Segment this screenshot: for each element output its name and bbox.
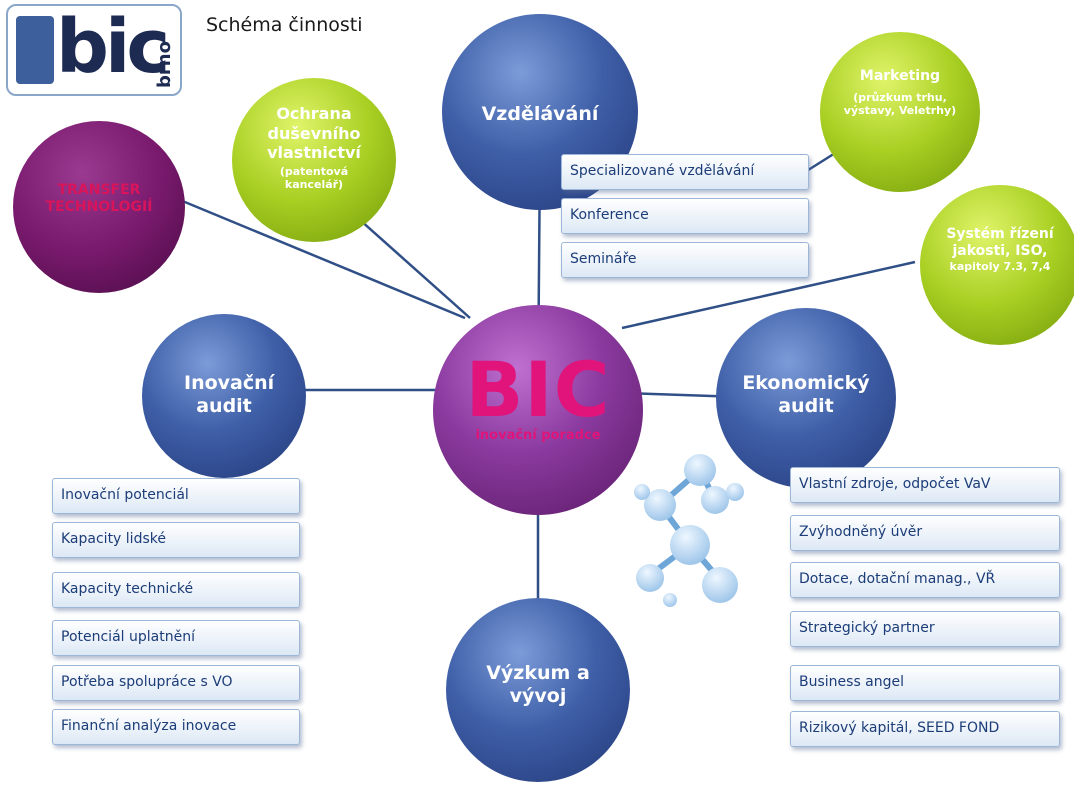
jakost-subtitle: kapitoly 7.3, 7,4 [949, 260, 1051, 274]
inovacni-audit-circle [142, 314, 306, 478]
marketing-label: Marketing (průzkum trhu, výstavy, Veletr… [836, 68, 964, 118]
ochrana-circle [232, 78, 396, 242]
education-item: Semináře [561, 242, 809, 278]
innovation-item: Inovační potenciál [52, 478, 300, 514]
ekonomicky-audit-circle [716, 308, 896, 488]
line-ochrana [359, 219, 471, 319]
economic-item: Dotace, dotační manag., VŘ [790, 562, 1060, 598]
jakost-title: Systém řízení jakosti, ISO, [946, 226, 1054, 260]
marketing-title: Marketing [859, 68, 941, 84]
vyzkum-circle [446, 598, 630, 782]
marketing-subtitle: (průzkum trhu, výstavy, Veletrhy) [843, 91, 957, 118]
economic-item: Business angel [790, 665, 1060, 701]
transfer-circle [13, 121, 185, 293]
line-transfer [179, 198, 466, 320]
vzdelavani-label: Vzdělávání [481, 103, 599, 125]
page-title: Schéma činnosti [206, 14, 363, 36]
education-item: Konference [561, 198, 809, 234]
jakost-label: Systém řízení jakosti, ISO, kapitoly 7.3… [928, 226, 1072, 274]
economic-item: Zvýhodněný úvěr [790, 515, 1060, 551]
molecule-graphic [634, 454, 744, 607]
ochrana-title: Ochrana duševního vlastnictví [267, 104, 361, 163]
marketing-circle [820, 32, 980, 192]
logo-text: bic [56, 4, 170, 90]
line-jakost [621, 260, 916, 330]
economic-item: Rizikový kapitál, SEED FOND [790, 711, 1060, 747]
logo-city: brno [154, 41, 175, 88]
bic-center-label: BIC inovační poradce [438, 352, 638, 444]
jakost-circle [920, 185, 1074, 345]
innovation-item: Potenciál uplatnění [52, 620, 300, 656]
bic-title: BIC [465, 345, 611, 434]
bic-center-circle [433, 305, 643, 515]
innovation-item: Kapacity lidské [52, 522, 300, 558]
innovation-item: Potřeba spolupráce s VO [52, 665, 300, 701]
ochrana-label: Ochrana duševního vlastnictví (patentová… [252, 104, 376, 191]
ochrana-subtitle: (patentová kancelář) [279, 164, 349, 191]
vyzkum-label: Výzkum a vývoj [486, 662, 590, 708]
ekonomicky-audit-label: Ekonomický audit [742, 372, 870, 418]
bic-brno-logo: bic brno [6, 4, 182, 96]
economic-item: Strategický partner [790, 611, 1060, 647]
innovation-item: Finanční analýza inovace [52, 709, 300, 745]
eu-stars-emblem [16, 16, 54, 84]
transfer-label: TRANSFER TECHNOLOGIÍ [45, 182, 153, 216]
bic-subtitle: inovační poradce [475, 428, 601, 443]
education-item: Specializované vzdělávání [561, 154, 809, 190]
inovacni-audit-label: Inovační audit [184, 372, 275, 418]
innovation-item: Kapacity technické [52, 572, 300, 608]
economic-item: Vlastní zdroje, odpočet VaV [790, 467, 1060, 503]
